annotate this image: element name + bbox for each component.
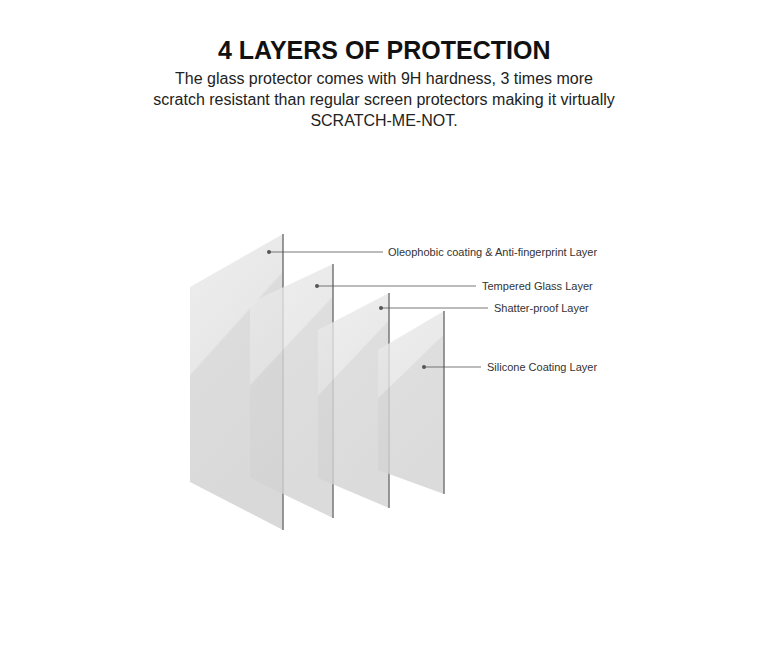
- layer-label: Tempered Glass Layer: [482, 279, 593, 293]
- layer-label: Silicone Coating Layer: [487, 360, 597, 374]
- glass-panel: [378, 311, 444, 494]
- caption-text: The glass protector comes with 9H hardne…: [149, 68, 619, 131]
- leader-line: [269, 252, 383, 253]
- leader-line: [381, 308, 488, 309]
- leader-line: [317, 286, 476, 287]
- layer-label: Oleophobic coating & Anti-fingerprint La…: [388, 245, 597, 259]
- leader-lines: [267, 250, 488, 369]
- leader-dot: [315, 284, 319, 288]
- layer-label: Shatter-proof Layer: [494, 301, 589, 315]
- panel-face: [378, 311, 444, 494]
- leader-dot: [422, 365, 426, 369]
- leader-line: [424, 367, 481, 368]
- leader-dot: [379, 306, 383, 310]
- diagram-title: 4 LAYERS OF PROTECTION: [218, 36, 550, 65]
- panel-edge: [443, 311, 445, 494]
- leader-dot: [267, 250, 271, 254]
